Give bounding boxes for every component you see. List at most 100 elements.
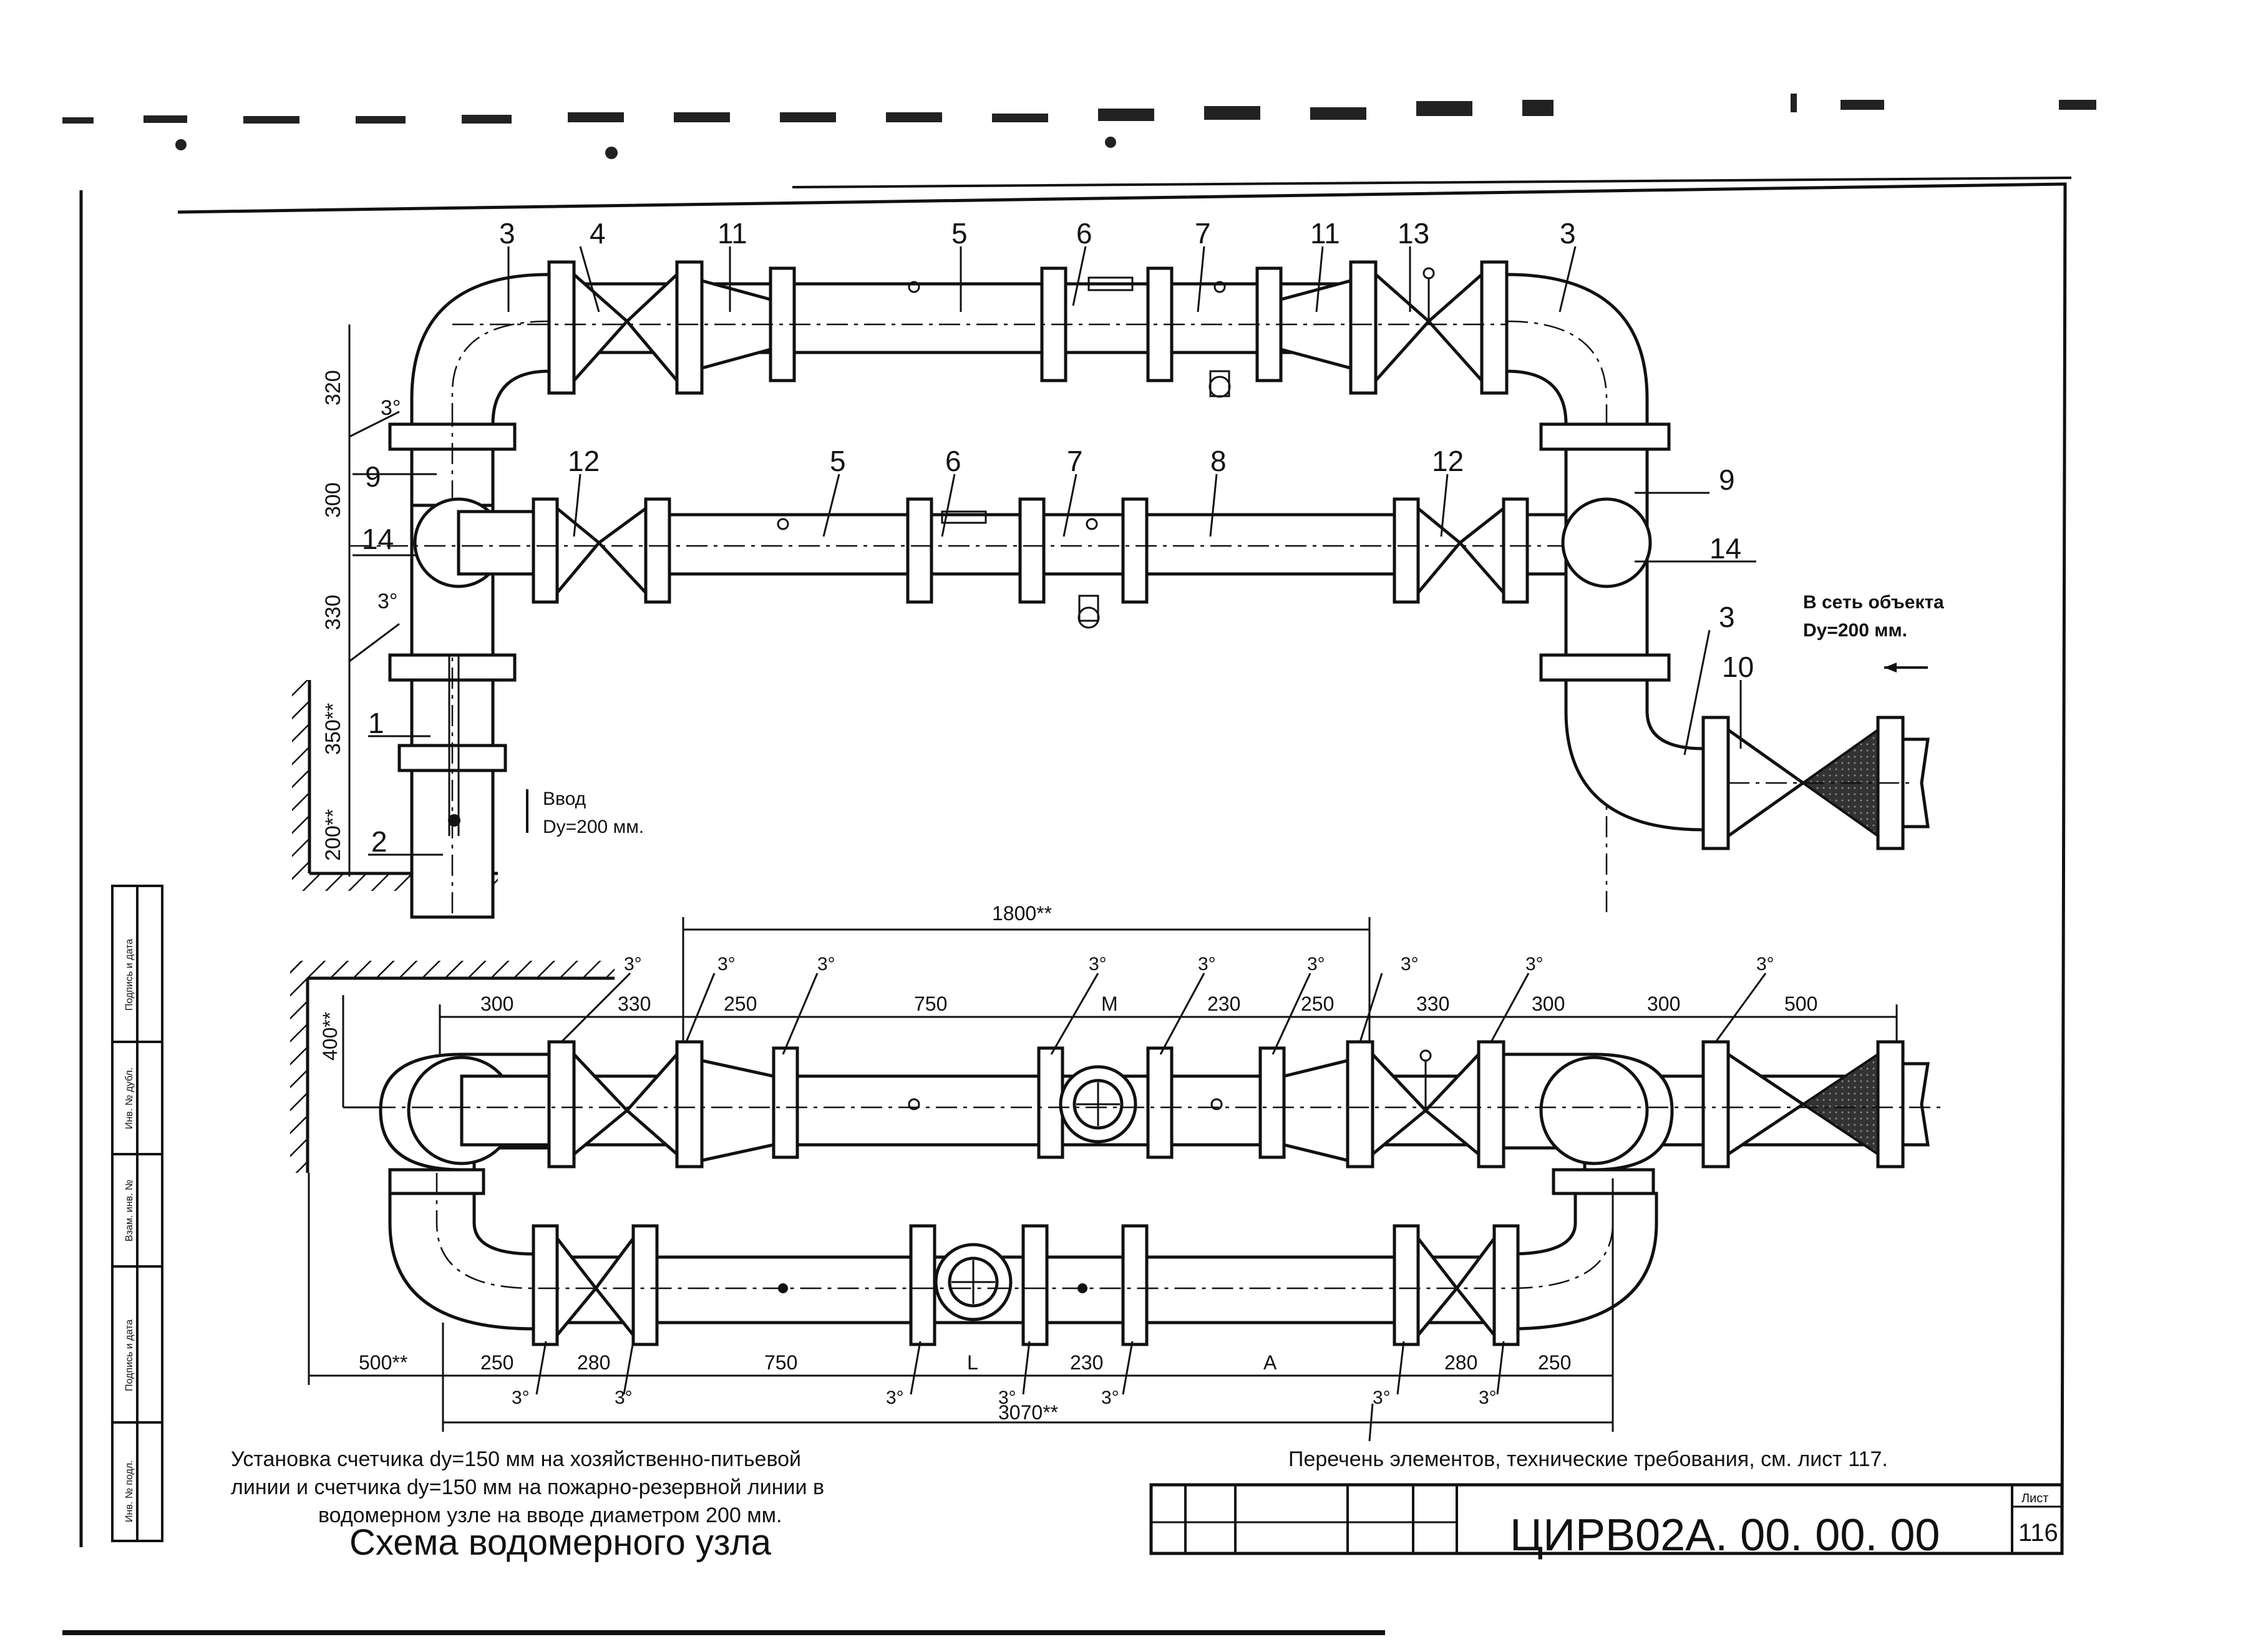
callout-12-r: 12 [1432, 445, 1464, 477]
svg-text:3°: 3° [381, 396, 401, 420]
svg-text:320: 320 [321, 370, 345, 406]
svg-text:3°: 3° [377, 590, 398, 613]
callout-9-l: 9 [365, 460, 381, 493]
note-line-2: линии и счетчика dy=150 мм на пожарно-ре… [231, 1475, 824, 1499]
svg-text:3°: 3° [1479, 1387, 1497, 1408]
callout-14-l: 14 [362, 523, 394, 555]
callout-13: 13 [1398, 217, 1429, 250]
inlet-label: Ввод Dy=200 мм. [543, 789, 644, 837]
svg-text:3°: 3° [1101, 1387, 1119, 1408]
svg-text:250: 250 [1301, 993, 1334, 1015]
dim-1800: 1800** [992, 902, 1052, 925]
svg-text:330: 330 [1416, 993, 1449, 1015]
svg-text:300: 300 [1532, 993, 1565, 1015]
callout-2: 2 [371, 825, 387, 858]
svg-text:3°: 3° [512, 1387, 530, 1408]
drawing-code: ЦИРВ02А. 00. 00. 00 [1510, 1510, 1940, 1560]
callout-7-top: 7 [1195, 217, 1211, 250]
note-line-1: Установка счетчика dy=150 мм на хозяйств… [231, 1447, 801, 1471]
svg-text:M: M [1101, 993, 1118, 1015]
svg-text:L: L [967, 1351, 978, 1374]
svg-text:Взам. инв. №: Взам. инв. № [124, 1180, 135, 1241]
svg-text:A: A [1263, 1351, 1277, 1374]
svg-text:750: 750 [914, 993, 947, 1015]
upper-callouts: 3 4 11 5 6 7 11 13 3 12 5 6 7 8 12 9 14 … [362, 217, 1754, 858]
callout-7-mid: 7 [1067, 445, 1083, 477]
callout-3-outlet: 3 [1719, 601, 1735, 633]
svg-text:3°: 3° [1756, 954, 1774, 974]
svg-text:400**: 400** [319, 1012, 341, 1061]
svg-text:250: 250 [480, 1351, 513, 1374]
svg-text:3°: 3° [615, 1387, 633, 1408]
svg-text:3°: 3° [1373, 1387, 1391, 1408]
callout-6-top: 6 [1076, 217, 1092, 250]
callout-8: 8 [1210, 445, 1227, 477]
callout-3-ul: 3 [499, 217, 515, 250]
upper-scheme [349, 260, 1930, 919]
callout-12-l: 12 [568, 445, 600, 477]
callout-14-r: 14 [1709, 532, 1741, 565]
svg-text:3°: 3° [1525, 954, 1544, 974]
svg-text:3°: 3° [717, 954, 736, 974]
notes: Установка счетчика dy=150 мм на хозяйств… [231, 1403, 1888, 1527]
dim-3070: 3070** [998, 1401, 1058, 1424]
left-dim-labels: 320 300 330 350** 200** 3° 3° [321, 370, 401, 861]
lower-angle-labels: 3°3° 3°3° 3°3° 3°3° 3° 3°3° 3°3° 3°3° 3° [512, 954, 1774, 1408]
callout-5-top: 5 [951, 217, 968, 250]
svg-text:Подпись и дата: Подпись и дата [124, 939, 135, 1011]
svg-text:280: 280 [1444, 1351, 1477, 1374]
note-line-3: водомерном узле на вводе диаметром 200 м… [318, 1504, 782, 1527]
svg-text:200**: 200** [321, 809, 345, 861]
svg-text:3°: 3° [624, 954, 642, 974]
callout-4: 4 [590, 217, 606, 250]
drawing-caption: Схема водомерного узла [349, 1522, 772, 1563]
svg-text:300: 300 [480, 993, 513, 1015]
svg-text:3°: 3° [1401, 954, 1419, 974]
svg-text:500**: 500** [359, 1351, 407, 1374]
title-block: ЦИРВ02А. 00. 00. 00 Лист 116 Схема водом… [349, 1483, 2064, 1563]
svg-text:Инв. № дубл.: Инв. № дубл. [124, 1067, 135, 1129]
outlet-size: Dy=200 мм. [1803, 620, 1907, 641]
svg-text:300: 300 [321, 482, 345, 518]
svg-text:280: 280 [577, 1351, 610, 1374]
svg-text:330: 330 [321, 595, 345, 630]
svg-text:3°: 3° [886, 1387, 904, 1408]
svg-text:250: 250 [1538, 1351, 1571, 1374]
callout-6-mid: 6 [945, 445, 961, 477]
callout-1: 1 [368, 707, 384, 739]
scan-noise-strip [62, 94, 2096, 159]
wall-hatching [290, 680, 615, 1173]
left-dimensions: 320 300 330 350** 200** 3° 3° [321, 324, 401, 877]
svg-text:3°: 3° [1089, 954, 1107, 974]
row1-dimensions: 300 330 250 750 M 230 250 330 300 300 50… [480, 993, 1817, 1015]
svg-text:230: 230 [1070, 1351, 1103, 1374]
sheet-frame [62, 177, 2072, 1635]
inlet-size: Dy=200 мм. [543, 817, 644, 837]
svg-text:230: 230 [1207, 993, 1240, 1015]
svg-text:3°: 3° [998, 1387, 1016, 1408]
upper-leaders [353, 246, 1756, 856]
lower-scheme: 1800** 400** [308, 902, 1947, 1432]
callout-11-b: 11 [1310, 217, 1340, 250]
note-right: Перечень элементов, технические требован… [1288, 1447, 1888, 1471]
svg-text:3°: 3° [1307, 954, 1325, 974]
row2-dimensions: 500** 250 280 750 L 230 A 280 250 3070** [359, 1351, 1571, 1424]
callout-10: 10 [1722, 651, 1754, 683]
svg-text:3°: 3° [817, 954, 835, 974]
svg-text:Инв. № подл.: Инв. № подл. [124, 1460, 135, 1522]
svg-text:330: 330 [618, 993, 651, 1015]
sheet-number: 116 [2018, 1519, 2058, 1547]
svg-text:500: 500 [1784, 993, 1817, 1015]
svg-text:350**: 350** [321, 703, 345, 755]
outlet-title: В сеть объекта [1803, 592, 1944, 613]
sheet-label: Лист [2021, 1492, 2048, 1505]
inlet-title: Ввод [543, 789, 586, 809]
svg-text:300: 300 [1647, 993, 1680, 1015]
callout-3-ur: 3 [1560, 217, 1576, 250]
callout-5-mid: 5 [830, 445, 846, 477]
svg-text:Подпись и дата: Подпись и дата [124, 1319, 135, 1391]
lower-angle-leaders [535, 972, 1767, 1395]
callout-11-a: 11 [717, 217, 747, 250]
callout-9-r: 9 [1719, 464, 1735, 496]
